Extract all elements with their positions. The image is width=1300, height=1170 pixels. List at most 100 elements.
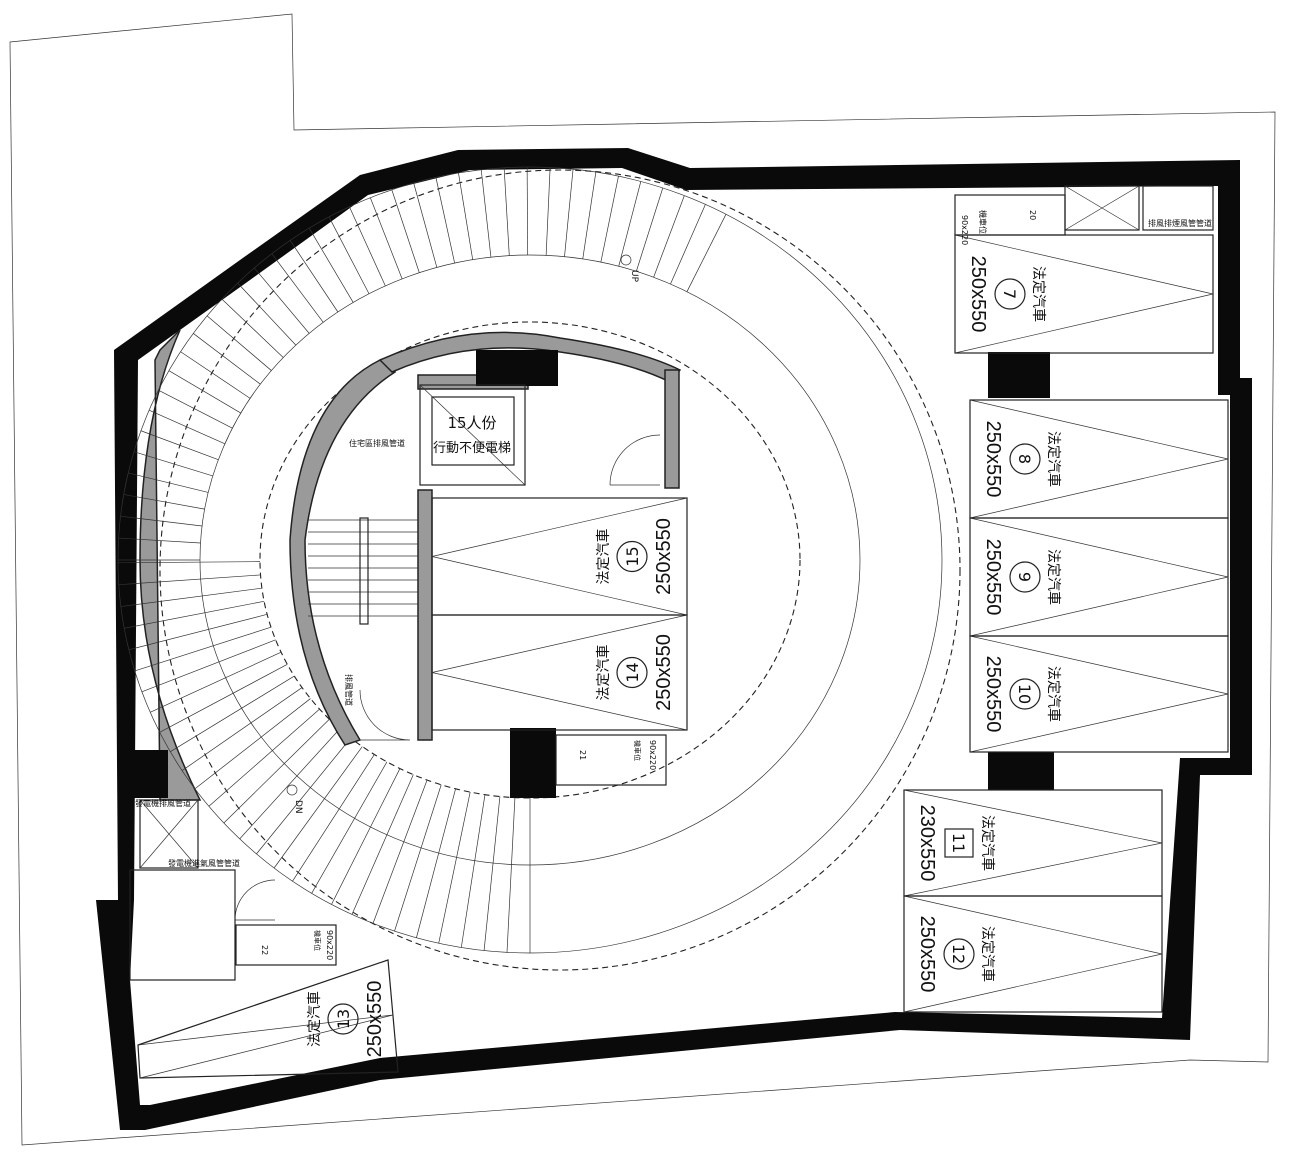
- duct-cross: [139, 799, 199, 869]
- ramp-step-line: [618, 181, 642, 267]
- bay-number-box: [944, 828, 974, 858]
- ramp-step-line: [237, 282, 297, 346]
- bay-size-top: 90x220: [960, 215, 969, 245]
- duct-label-small: 排風管道: [344, 674, 354, 706]
- bay-size: 250x550: [364, 981, 386, 1058]
- duct-room-left: [139, 799, 199, 869]
- bay-diagonal: [969, 517, 1229, 637]
- bay-diagonal: [969, 635, 1229, 753]
- bay-size-core: 90x220: [648, 740, 657, 770]
- ramp-step-line: [483, 796, 501, 951]
- bay-size: 250x550: [967, 256, 989, 333]
- ramp-step-line: [331, 768, 401, 905]
- bay-diagonal: [969, 399, 1229, 519]
- door-swing-core: [609, 434, 661, 486]
- bike-bay-top: [954, 194, 1066, 236]
- ramp-step-line: [120, 587, 262, 607]
- stair-down-marker: [286, 784, 298, 796]
- bay-outline: [903, 895, 1163, 1013]
- bay-number-circle: [1009, 678, 1041, 710]
- ramp-step-line: [124, 600, 265, 629]
- ramp-step-line: [254, 267, 310, 334]
- ramp-step-line: [506, 797, 516, 953]
- bay-number-circle: [616, 656, 648, 689]
- ramp-step-line: [118, 537, 201, 544]
- elevator-car: [431, 396, 515, 466]
- ramp-step-line: [526, 167, 529, 256]
- ramp-step-line: [308, 228, 354, 303]
- ramp-step-line: [273, 746, 363, 869]
- ramp-step-line: [193, 333, 261, 385]
- bay-type: 法定汽車: [979, 815, 996, 871]
- ramp-step-line: [168, 370, 241, 414]
- elevator-capacity: 15人份: [447, 414, 496, 432]
- ramp-step-line: [351, 774, 414, 915]
- stair-up-marker: [620, 254, 632, 266]
- ramp-step-line: [148, 409, 226, 445]
- ramp-step-line: [545, 167, 551, 256]
- ramp-center-dashed: [159, 169, 961, 971]
- ramp-step-line: [208, 708, 320, 807]
- ramp-step-line: [170, 675, 295, 753]
- ramp-step-line: [133, 451, 213, 477]
- core-mid-wall: [417, 489, 433, 741]
- ramp-step-line: [194, 698, 311, 790]
- ramp-step-line: [435, 177, 455, 264]
- duct-label-tr: 排風排煙風管管道: [1148, 218, 1212, 228]
- door-swing-stair: [359, 689, 411, 741]
- column-7-8: [988, 352, 1050, 398]
- ramp-step-line: [221, 298, 284, 358]
- duct-room-tr2: [1142, 185, 1214, 231]
- ramp-step-line: [180, 351, 251, 399]
- ramp-step-line: [158, 389, 233, 429]
- bay-type: 法定汽車: [979, 926, 996, 982]
- ramp-step-line: [120, 515, 203, 527]
- ramp-step-line: [349, 206, 386, 287]
- bay-number: 13: [334, 1009, 353, 1029]
- bay-size: 230x550: [916, 805, 938, 882]
- bay-outline: [137, 959, 399, 1079]
- ramp-step-line: [503, 167, 510, 256]
- site-boundary: [9, 13, 1276, 1146]
- bike-bay-core: [555, 734, 667, 786]
- bay-diagonal: [137, 1014, 394, 1079]
- bay-number-circle: [616, 540, 648, 573]
- ramp-step-line: [686, 214, 727, 292]
- bay-type: 法定汽車: [595, 529, 612, 585]
- bay-outline: [969, 399, 1229, 519]
- core-curved-wall: [289, 359, 397, 746]
- bay-diagonal: [431, 614, 688, 731]
- ramp-step-line: [271, 253, 324, 323]
- ramp-step-line: [458, 172, 474, 260]
- bay-size: 250x550: [982, 539, 1004, 616]
- ramp-step-line: [438, 792, 471, 944]
- ramp-steps: [118, 167, 727, 953]
- bay-size: 250x550: [653, 518, 675, 595]
- shaft-block-lower: [510, 728, 556, 798]
- bay-diagonal: [903, 789, 1163, 897]
- bike-bay-left: [235, 924, 337, 966]
- core-right-wall: [664, 369, 680, 489]
- bay-outline: [969, 517, 1229, 637]
- elevator-label: 行動不便電梯: [433, 441, 511, 456]
- ramp-step-line: [311, 761, 388, 894]
- bay-size: 250x550: [653, 634, 675, 711]
- bay-type: 法定汽車: [1045, 431, 1062, 487]
- bay-number: 9: [1015, 572, 1034, 582]
- ramp-step-line: [206, 315, 272, 371]
- bay-number: 10: [1015, 684, 1034, 704]
- bay-outline: [431, 614, 688, 731]
- bay-unit-20: 20: [1028, 210, 1037, 220]
- left-wall-block: [118, 750, 168, 798]
- outer-wall: [96, 148, 1252, 1130]
- bay-type-left: 機車位: [313, 930, 322, 951]
- bay-number: 14: [623, 662, 642, 682]
